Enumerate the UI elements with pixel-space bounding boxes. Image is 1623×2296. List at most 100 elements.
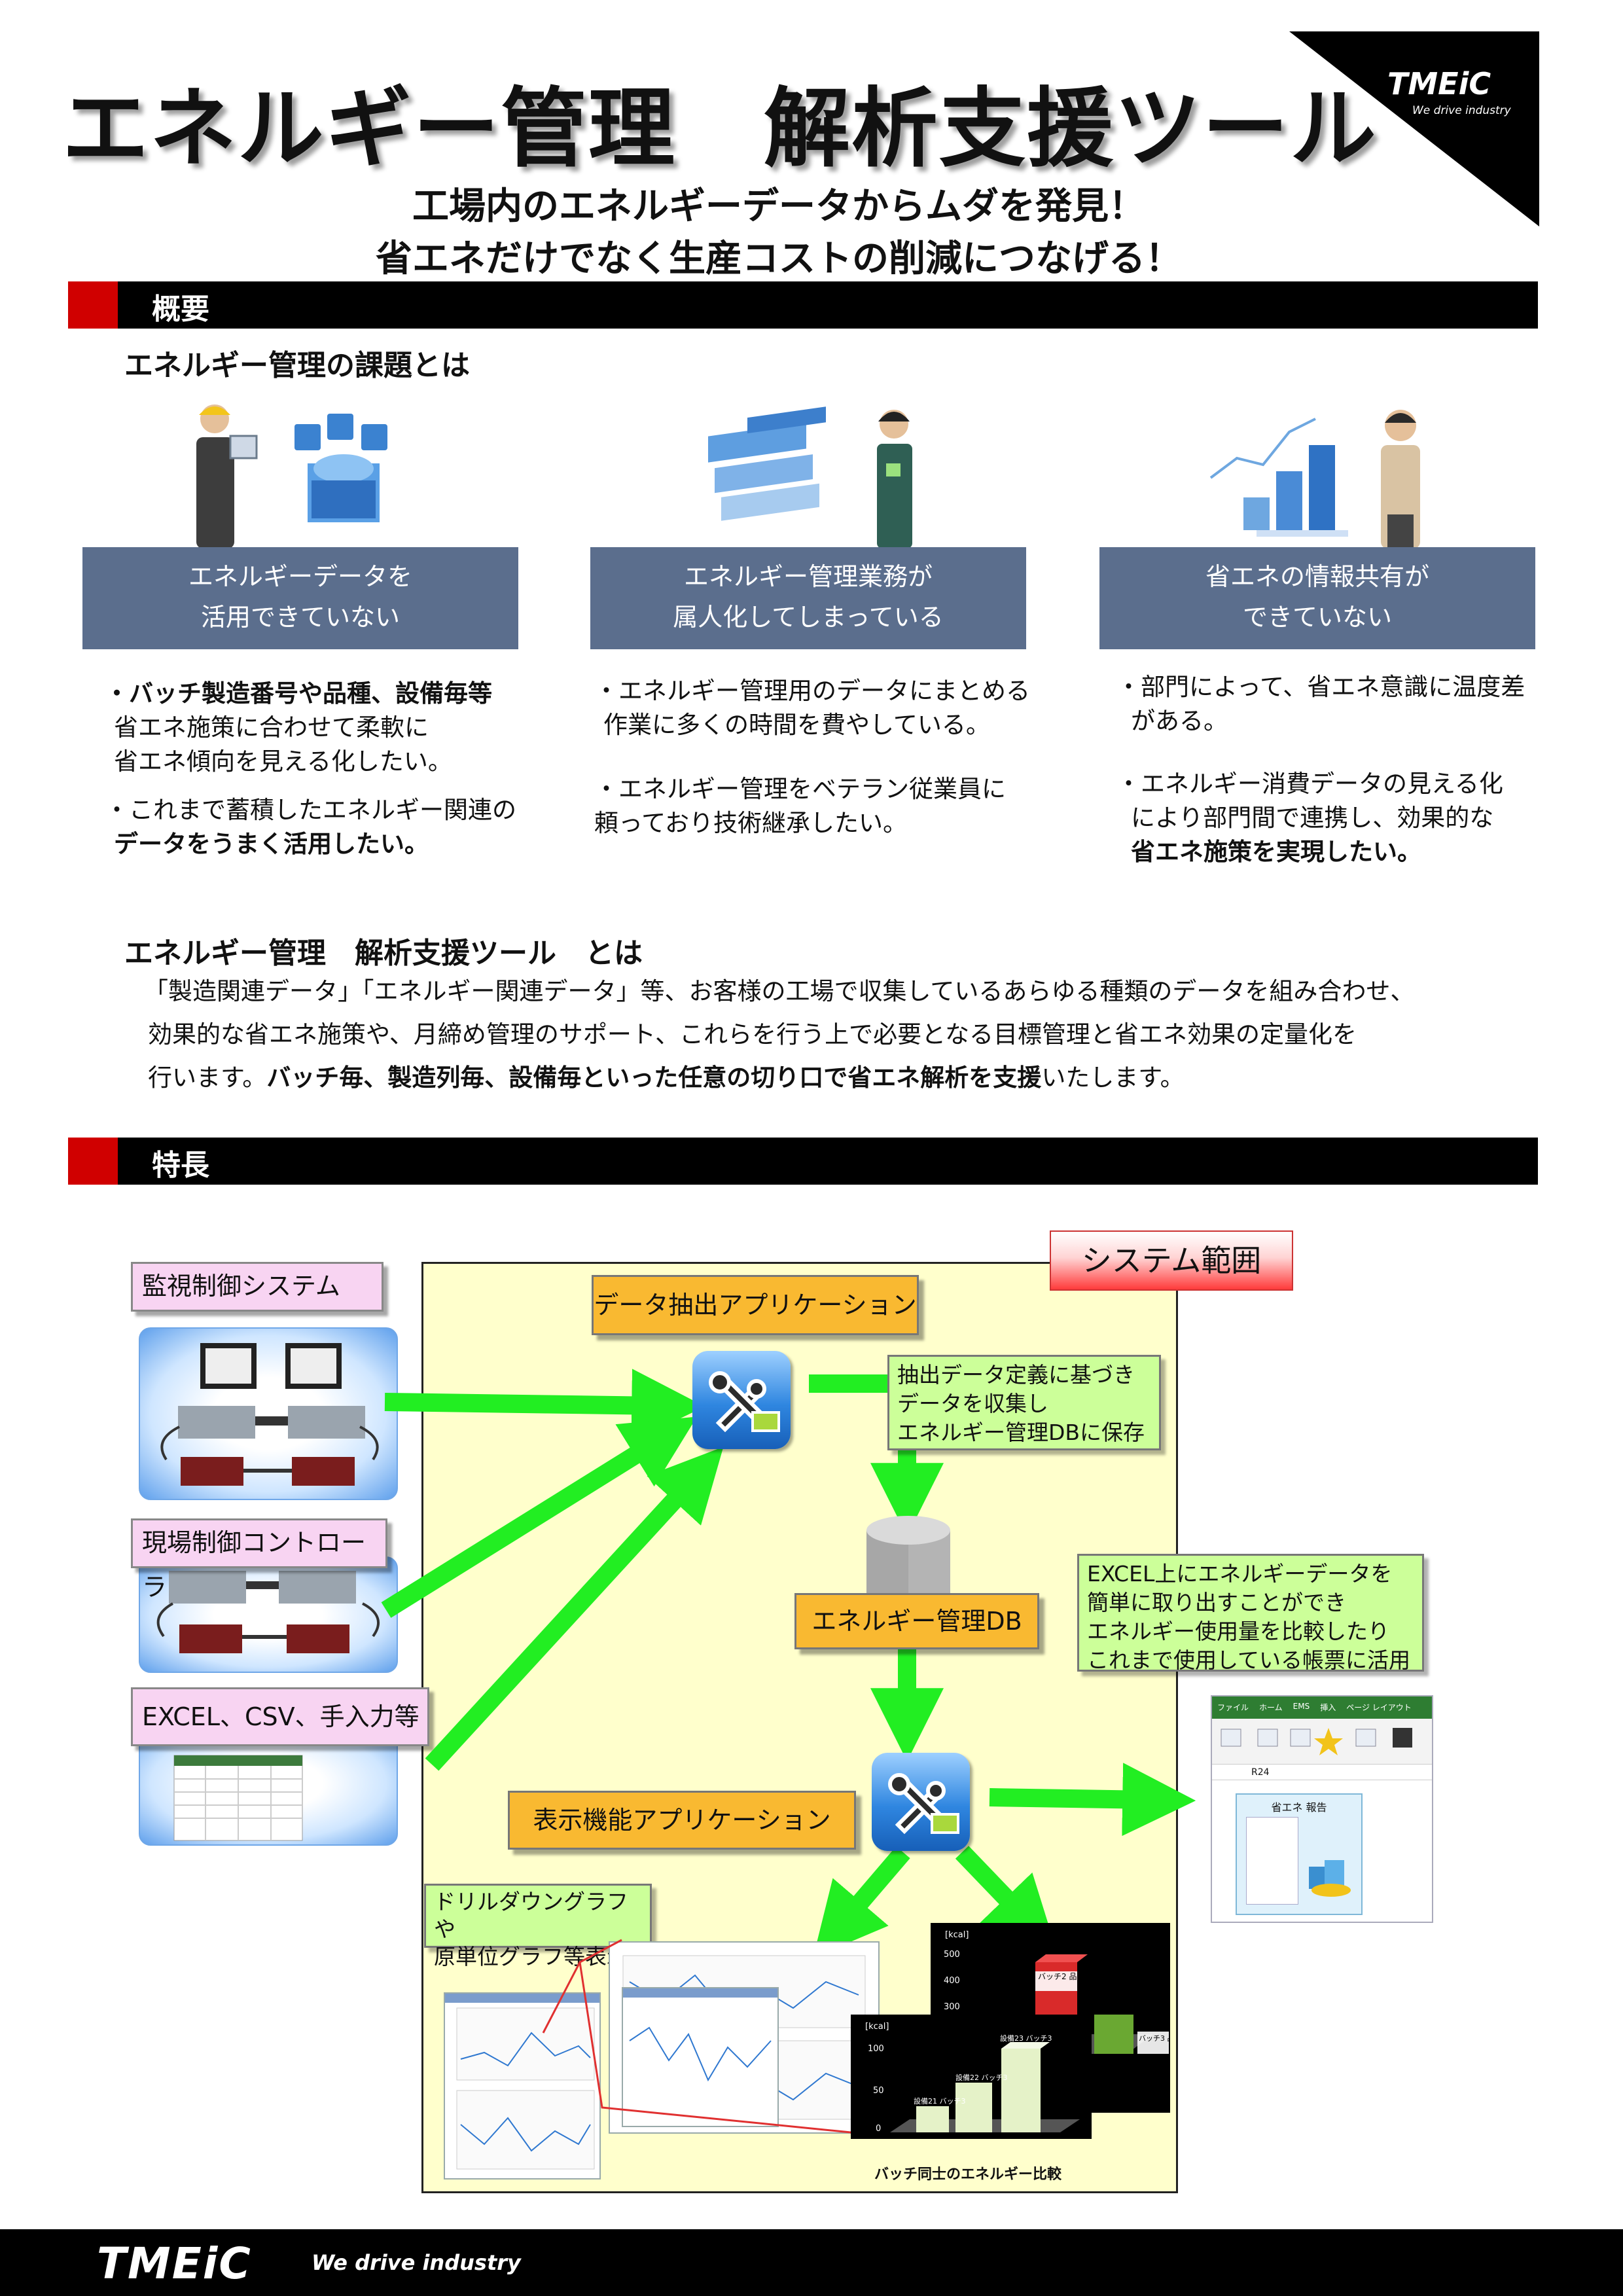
issue-box-2-line-1: エネルギー管理業務が: [683, 562, 933, 591]
bar-label: 設備22 バッチ3: [955, 2073, 1008, 2082]
drill-note: ドリルダウングラフや 原単位グラフ等表示: [424, 1884, 652, 1969]
tool-line-3-a: 行います。: [148, 1064, 267, 1092]
issues-heading: エネルギー管理の課題とは: [124, 349, 470, 382]
issue-box-1-line-2: 活用できていない: [200, 603, 400, 632]
excel-report-table: [1246, 1817, 1298, 1905]
section-label: 概要: [152, 293, 209, 326]
issue-box-1-line-1: エネルギーデータを: [188, 562, 412, 591]
bar-label: バッチ2 品種：B: [1038, 1972, 1098, 1981]
brand-corner: TMEiC We drive industry: [1289, 31, 1539, 226]
db-label: エネルギー管理DB: [794, 1593, 1039, 1649]
brand-tagline: We drive industry: [1412, 104, 1512, 117]
text-line: により部門間で連携し、効果的な: [1131, 804, 1494, 832]
batch-caption: バッチ同士のエネルギー比較: [874, 2166, 1062, 2183]
extract-note-line-2: データを収集し: [897, 1391, 1048, 1416]
tools-icon: [709, 1371, 780, 1433]
text-line: ・エネルギー管理をベテラン従業員に: [594, 775, 1006, 803]
extract-note-line-3: エネルギー管理DBに保存: [897, 1420, 1145, 1445]
monitoring-system-image: [139, 1327, 398, 1500]
subtitle-line-1: 工場内のエネルギーデータからムダを発見！: [412, 185, 1145, 228]
excel-report-sheet: 省エネ 報告: [1236, 1793, 1363, 1915]
issue-box-3: 省エネの情報共有が できていない: [1099, 547, 1535, 649]
batch-3d-chart-front: [kcal] 100 50 0 設備21 バッチ3 設備22 バッチ3 設備23…: [865, 2022, 1080, 2134]
drill-note-line-1: ドリルダウングラフや: [434, 1889, 628, 1942]
display-app-label: 表示機能アプリケーション: [508, 1791, 856, 1850]
issue-1-bullet-1: ・バッチ製造番号や品種、設備毎等 省エネ施策に合わせて柔軟に 省エネ傾向を見える…: [105, 677, 492, 779]
text-line: ・バッチ製造番号や品種、設備毎等: [105, 679, 492, 708]
footer: TMEiC We drive industry: [0, 2229, 1623, 2296]
issue-3-bullet-2: ・エネルギー消費データの見える化 により部門間で連携し、効果的な 省エネ施策を実…: [1116, 767, 1503, 869]
tool-line-3: 行います。バッチ毎、製造列毎、設備毎といった任意の切り口で省エネ解析を支援いたし…: [144, 1056, 1414, 1100]
subtitle-line-2: 省エネだけでなく生産コストの削減につなげる！: [376, 238, 1182, 280]
excel-cell-ref: R24: [1212, 1765, 1432, 1780]
tool-line-3-bold: バッチ毎、製造列毎、設備毎といった任意の切り口で省エネ解析を支援: [266, 1064, 1042, 1092]
worker-chart-illustration: [1209, 410, 1420, 548]
source-label-monitoring: 監視制御システム: [131, 1262, 383, 1312]
chart-unit: [kcal]: [945, 1930, 969, 1940]
text-line: がある。: [1131, 707, 1228, 735]
excel-note-line-2: 簡単に取り出すことができ: [1087, 1590, 1346, 1615]
tool-line-1: 「製造関連データ」「エネルギー関連データ」等、お客様の工場で収集しているあらゆる…: [144, 977, 1415, 1005]
source-label-excel: EXCEL、CSV、手入力等: [131, 1687, 429, 1746]
tools-icon: [888, 1773, 959, 1835]
section-marker: [68, 1138, 118, 1185]
tick-label: 400: [944, 1976, 960, 1986]
text-line: ・部門によって、省エネ意識に温度差: [1116, 673, 1525, 701]
text-line: ・エネルギー消費データの見える化: [1116, 770, 1503, 798]
bar-label: 設備21 バッチ3: [914, 2096, 966, 2106]
issue-box-1: エネルギーデータを 活用できていない: [82, 547, 518, 649]
trend-window-3: [622, 1987, 779, 2127]
tick-label: 100: [868, 2044, 884, 2054]
controller-devices-icon: [156, 1571, 380, 1653]
issue-1-bullet-2: ・これまで蓄積したエネルギー関連の データをうまく活用したい。: [105, 793, 516, 861]
drilldown-lines: [542, 1939, 864, 2134]
text-line: 省エネ施策に合わせて柔軟に: [114, 713, 429, 742]
tool-line-3-c: いたします。: [1041, 1064, 1185, 1092]
footer-logo: TMEiC: [97, 2238, 252, 2289]
text-line: 省エネ傾向を見える化したい。: [114, 747, 452, 776]
extract-app-icon[interactable]: [692, 1351, 791, 1449]
excel-report-screenshot: ファイル ホーム EMS 挿入 ページ レイアウト R24 省エネ 報告: [1211, 1695, 1433, 1923]
text-line: 作業に多くの時間を費やしている。: [603, 711, 990, 739]
drill-note-line-2: 原単位グラフ等表示: [434, 1944, 628, 1969]
issue-box-3-line-2: できていない: [1242, 603, 1392, 632]
excel-ribbon: [1212, 1719, 1432, 1765]
footer-tagline: We drive industry: [312, 2250, 521, 2275]
issue-box-3-line-1: 省エネの情報共有が: [1205, 562, 1429, 591]
text-line: ・これまで蓄積したエネルギー関連の: [105, 796, 516, 824]
tick-label: 0: [876, 2124, 881, 2134]
bar-label: バッチ3 品種：A: [1139, 2034, 1170, 2043]
trend-chart-3: [623, 1988, 777, 2082]
spreadsheet-icon: [173, 1755, 303, 1841]
excel-ribbon-tabs: ファイル ホーム EMS 挿入 ページ レイアウト: [1212, 1696, 1432, 1719]
controller-image: [139, 1556, 398, 1673]
issue-2-bullet-2: ・エネルギー管理をベテラン従業員に 頼っており技術継承したい。: [594, 772, 1006, 840]
excel-note-line-4: これまで使用している帳票に活用: [1087, 1647, 1411, 1673]
section-marker: [68, 281, 118, 329]
excel-note-line-3: エネルギー使用量を比較したり: [1087, 1619, 1389, 1644]
excel-tab: ホーム: [1259, 1703, 1283, 1712]
chart-unit: [kcal]: [865, 2022, 889, 2032]
excel-note-line-1: EXCEL上にエネルギーデータを: [1087, 1561, 1393, 1587]
excel-report-chart: [1309, 1860, 1351, 1897]
display-app-icon[interactable]: [872, 1753, 970, 1851]
source-label-controller: 現場制御コントローラ: [131, 1518, 387, 1602]
tool-description: 「製造関連データ」「エネルギー関連データ」等、お客様の工場で収集しているあらゆる…: [144, 970, 1414, 1100]
bar-label: 設備23 バッチ3: [1000, 2034, 1052, 2043]
section-label: 特長: [152, 1149, 209, 1182]
worker-documents-illustration: [708, 406, 912, 548]
tick-label: 50: [873, 2086, 884, 2096]
excel-report-title: 省エネ 報告: [1271, 1801, 1327, 1814]
tick-label: 500: [944, 1950, 960, 1960]
excel-note: EXCEL上にエネルギーデータを 簡単に取り出すことができ エネルギー使用量を比…: [1077, 1554, 1424, 1673]
tool-heading: エネルギー管理 解析支援ツール とは: [124, 937, 643, 970]
issue-3-bullet-1: ・部門によって、省エネ意識に温度差 がある。: [1116, 670, 1525, 738]
issue-2-bullet-1: ・エネルギー管理用のデータにまとめる 作業に多くの時間を費やしている。: [594, 674, 1030, 742]
extract-app-label: データ抽出アプリケーション: [592, 1275, 919, 1335]
issue-box-2-line-2: 属人化してしまっている: [673, 603, 944, 632]
brand-logo: TMEiC: [1387, 66, 1491, 101]
text-line: データをうまく活用したい。: [114, 830, 429, 858]
extract-note-line-1: 抽出データ定義に基づき: [897, 1362, 1135, 1388]
ribbon-icons: [1221, 1728, 1412, 1755]
text-line: 頼っており技術継承したい。: [594, 809, 908, 837]
